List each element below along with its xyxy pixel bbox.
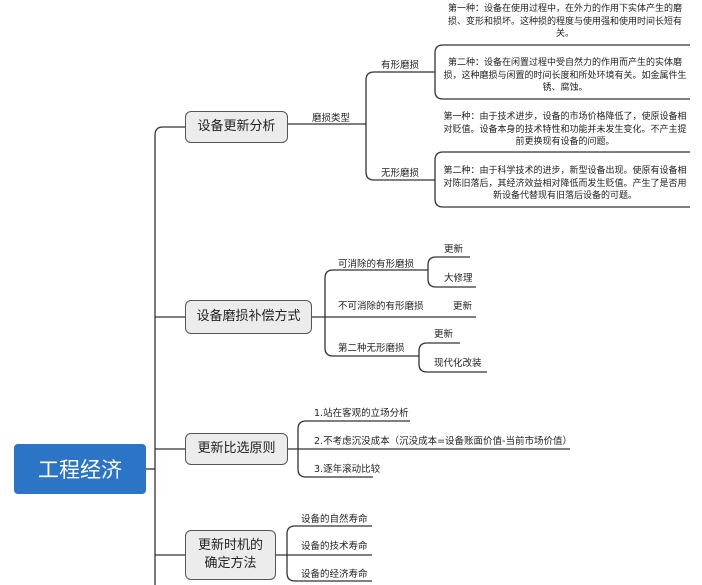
- node-intangible-wear[interactable]: 无形磨损: [381, 168, 420, 179]
- node-wear-types[interactable]: 磨损类型: [312, 113, 351, 124]
- node-nonremovable-tangible[interactable]: 不可消除的有形磨损: [338, 301, 424, 312]
- node-leaf[interactable]: 更新: [434, 329, 454, 340]
- node-principle[interactable]: 1.站在客观的立场分析: [314, 408, 409, 419]
- node-lifespan[interactable]: 设备的技术寿命: [301, 541, 368, 552]
- node-tangible-wear-1[interactable]: 第一种：设备在使用过程中，在外力的作用下实体产生的磨损、变形和损坏。这种损的程度…: [447, 4, 682, 39]
- node-principle[interactable]: 3.逐年滚动比较: [314, 464, 381, 475]
- root-node[interactable]: 工程经济: [14, 444, 146, 494]
- node-lifespan[interactable]: 设备的自然寿命: [301, 514, 368, 525]
- node-tangible-wear[interactable]: 有形磨损: [381, 60, 420, 71]
- node-intangible-wear-2[interactable]: 第二种：由于科学技术的进步，新型设备出现。使原有设备相对陈旧落后，其经济效益相对…: [443, 166, 687, 201]
- node-leaf[interactable]: 现代化改装: [434, 358, 482, 369]
- node-wear-compensation[interactable]: 设备磨损补偿方式: [185, 300, 312, 334]
- node-intangible-wear-1[interactable]: 第一种：由于技术进步，设备的市场价格降低了，使原设备相对贬值。设备本身的技术特性…: [443, 112, 687, 147]
- node-leaf[interactable]: 更新: [444, 244, 464, 255]
- node-principle[interactable]: 2.不考虑沉没成本（沉没成本=设备账面价值-当前市场价值）: [314, 436, 572, 447]
- node-leaf[interactable]: 大修理: [444, 273, 473, 284]
- node-renewal-timing-label: 更新时机的确定方法: [197, 538, 263, 571]
- node-equipment-renewal-analysis[interactable]: 设备更新分析: [185, 111, 288, 143]
- node-tangible-wear-2[interactable]: 第二种：设备在闲置过程中受自然力的作用而产生的实体磨损，这种磨损与闲置的时间长度…: [443, 58, 687, 93]
- node-second-intangible[interactable]: 第二种无形磨损: [338, 343, 405, 354]
- node-renewal-principles[interactable]: 更新比选原则: [185, 433, 288, 465]
- node-leaf[interactable]: 更新: [453, 301, 473, 312]
- node-removable-tangible[interactable]: 可消除的有形磨损: [338, 259, 415, 270]
- node-renewal-timing[interactable]: 更新时机的确定方法: [185, 530, 276, 580]
- node-lifespan[interactable]: 设备的经济寿命: [301, 569, 368, 580]
